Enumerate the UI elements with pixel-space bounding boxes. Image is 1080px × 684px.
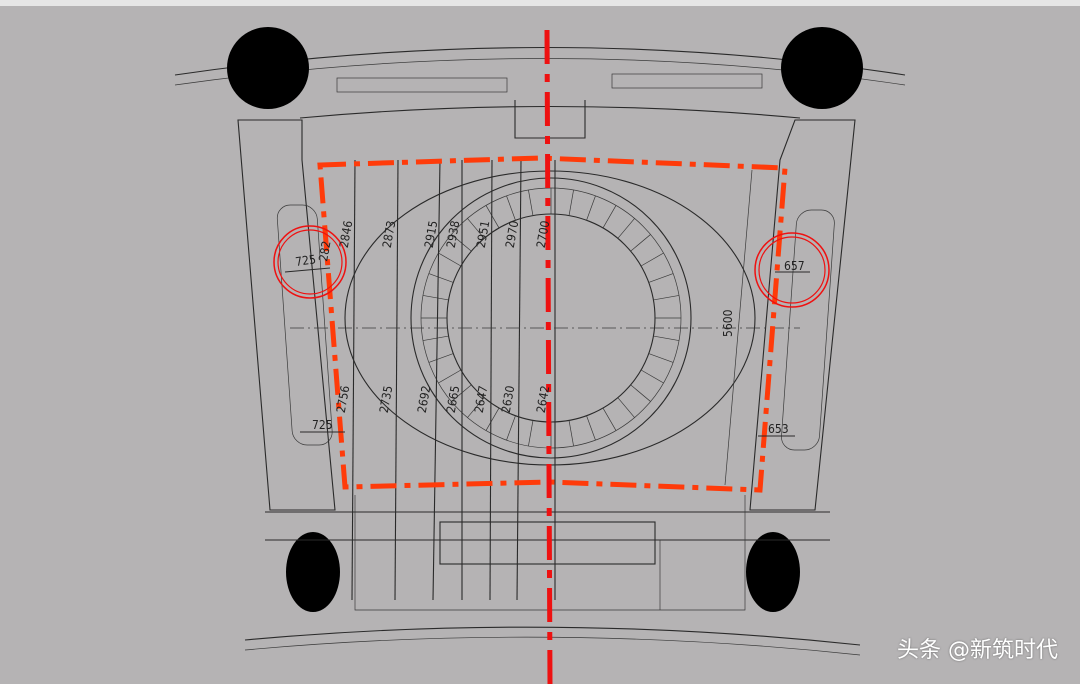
stair-tread [568,420,574,447]
stair-tread [438,252,462,267]
column-bottom-right [746,532,800,612]
joist-line [351,159,356,601]
stair-tread [506,195,516,221]
center-axis [544,29,553,684]
dimension-label: 2642 [534,385,553,414]
dimension-label: 2970 [503,219,522,249]
dim-right-height: 5600 [721,309,735,337]
joist-line [394,159,399,601]
dimension-label: 2846 [337,219,356,249]
dimension-label: 2938 [444,219,463,249]
stair-tread [467,218,485,239]
column-bottom-left [286,532,340,612]
dimension-label: 2630 [499,384,518,414]
stair-tread [586,415,596,441]
stair-tread [528,189,534,216]
stair-tread [428,273,454,283]
dimension-label: 2700 [534,219,553,249]
stair-tread [630,234,651,252]
dim-line-left-top [284,267,331,273]
dimension-label: 2915 [422,220,441,249]
right-dimension-line [724,169,753,486]
stair-tread [640,369,664,384]
dimension-label: 2665 [444,385,463,414]
dimension-label: 2873 [380,220,399,249]
stair-tread [602,205,617,229]
top-beam [299,105,801,119]
highlight-circle-right-inner [758,236,826,304]
watermark: 头条 @新筑时代 [897,638,1058,663]
stair-tread [451,234,472,252]
top-left-grille [336,77,508,93]
joist-line [432,159,441,601]
red-outline [317,155,788,493]
bottom-arc-wall-inner [244,636,861,656]
bottom-opening [439,521,656,565]
top-notch [514,100,586,139]
left-bay [237,119,336,511]
dim-right-bottom-width: 653 [768,422,789,436]
column-top-left [227,27,309,109]
stair-tread [438,369,462,384]
joist-line [489,159,493,601]
stair-tread [617,397,635,418]
right-window [781,209,835,451]
left-window [276,204,333,446]
stair-outer [410,177,692,459]
dim-left-top-small: 282 [316,240,333,263]
highlight-circle-right [754,232,830,308]
dim-left-top-width: 725 [294,252,316,269]
top-right-grille [611,73,763,89]
stair-tread [485,407,500,431]
stair-tread [648,353,674,363]
bottom-arc-wall [244,626,861,646]
stair-tread [467,397,485,418]
joist-lines [351,159,556,601]
stair-tread [506,415,516,441]
dim-right-top-width: 657 [784,259,805,273]
right-bay [749,119,856,511]
stair-tread [428,353,454,363]
dimension-label: 2692 [415,385,434,414]
dimension-label: 2647 [472,385,491,414]
stair-tread [528,420,534,447]
stair-tread [653,295,680,301]
stair-tread [485,205,500,229]
dimension-label: 2735 [377,385,396,414]
highlight-circle-left-inner [277,229,343,295]
joist-line [516,159,522,601]
stair-tread [630,384,651,402]
dimension-label: 2951 [474,220,493,249]
dimension-label: 2756 [334,384,353,414]
bottom-dimension-labels: 2756 2735 2692 2665 2647 2630 2642 [334,384,553,414]
stair-tread [602,407,617,431]
stair-tread [653,335,680,341]
column-top-right [781,27,863,109]
stair-tread [422,295,449,301]
stair-tread [617,218,635,239]
stair-tread [422,335,449,341]
highlight-circle-left [273,225,347,299]
stair-tread [451,384,472,402]
stair-tread [586,195,596,221]
stair-tread [568,189,574,216]
stair-tread [640,252,664,267]
top-border [0,0,1080,6]
dim-left-bottom-width: 725 [312,418,333,432]
stair-tread [648,273,674,283]
